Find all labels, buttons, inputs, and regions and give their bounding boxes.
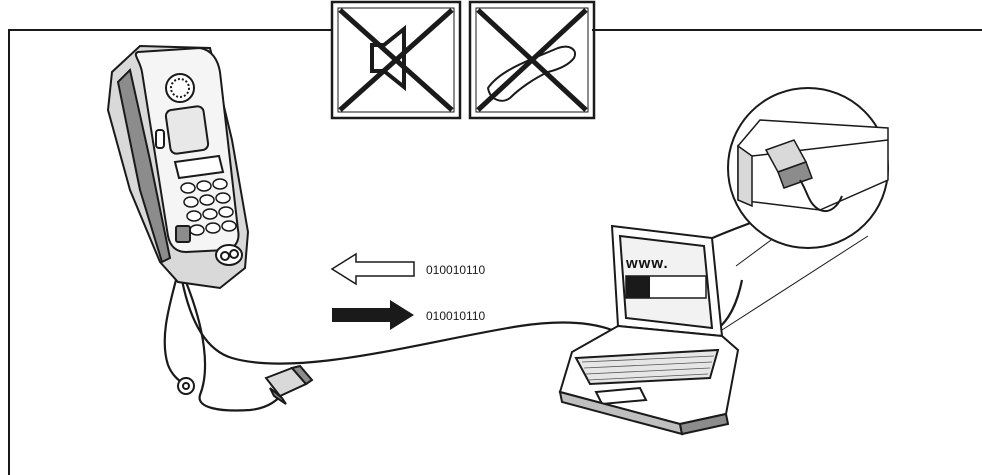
no-speaker-icon xyxy=(330,0,462,120)
laptop xyxy=(558,224,740,436)
serial-port-zoom xyxy=(764,139,813,189)
laptop-keyboard xyxy=(581,355,715,381)
antenna-connector xyxy=(177,377,195,395)
zoom-callout xyxy=(721,87,889,331)
no-handset-icon xyxy=(468,0,596,120)
phone-keypad xyxy=(180,178,237,236)
frame-border xyxy=(8,29,982,475)
receive-data-label: 010010110 xyxy=(426,263,486,277)
phone-cradle xyxy=(106,44,250,290)
send-arrow xyxy=(332,300,414,330)
send-data-label: 010010110 xyxy=(426,309,486,323)
laptop-screen-text: www. xyxy=(625,255,669,272)
receive-arrow xyxy=(330,252,415,286)
serial-plug xyxy=(264,364,314,405)
